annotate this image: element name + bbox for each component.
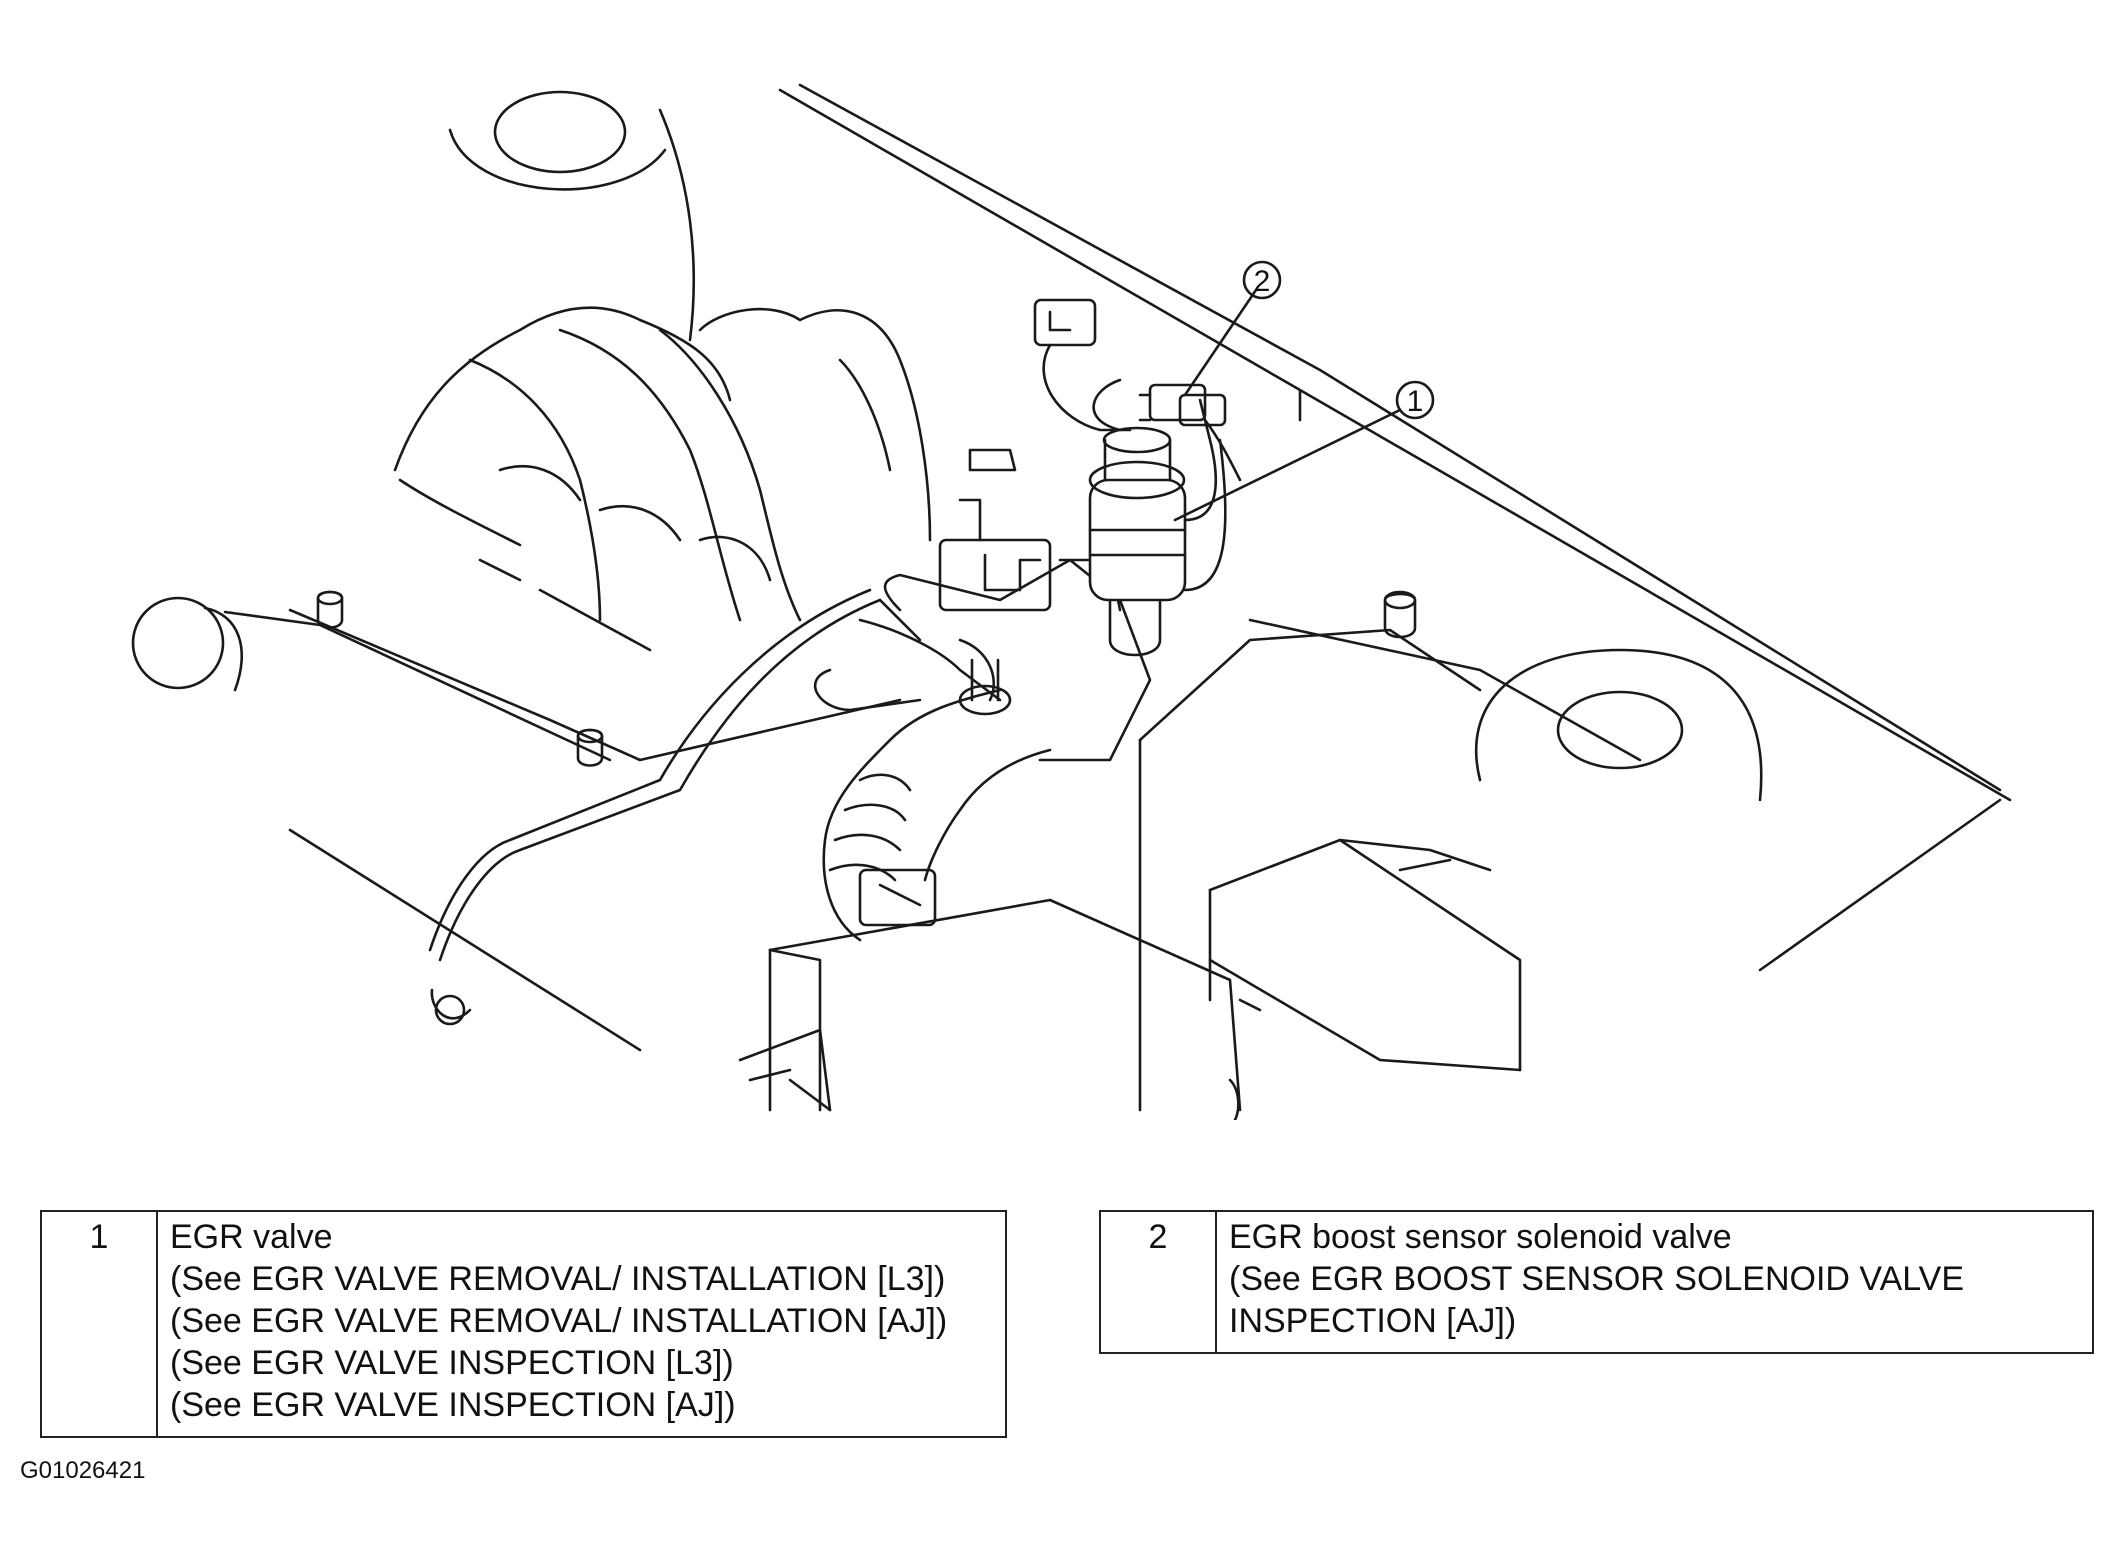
callout-2-number: 2 (1254, 265, 1271, 298)
legend-title: EGR boost sensor solenoid valve (1229, 1218, 1732, 1256)
legend-row: 2 EGR boost sensor solenoid valve (See E… (1099, 1210, 2094, 1354)
callout-1-number: 1 (1407, 385, 1424, 418)
legend-reference-link[interactable]: (See EGR VALVE REMOVAL/ INSTALLATION [AJ… (170, 1302, 948, 1340)
legend-number: 1 (40, 1210, 158, 1438)
callout-2: 2 (1183, 260, 1282, 397)
vacuum-line (288, 588, 882, 1052)
legend-table-2: 2 EGR boost sensor solenoid valve (See E… (1099, 1210, 2094, 1354)
legend-description: EGR valve (See EGR VALVE REMOVAL/ INSTAL… (156, 1210, 1007, 1438)
air-intake-duct (822, 658, 1052, 942)
bolts (316, 590, 1417, 767)
right-strut-tower (1138, 618, 1763, 802)
oil-filler-cap (131, 596, 612, 762)
legend-description: EGR boost sensor solenoid valve (See EGR… (1215, 1210, 2094, 1354)
legend-table-1: 1 EGR valve (See EGR VALVE REMOVAL/ INST… (40, 1210, 1007, 1438)
fender-edge (778, 83, 2012, 972)
callout-1: 1 (1173, 380, 1435, 522)
legend-reference-link[interactable]: (See EGR BOOST SENSOR SOLENOID VALVE (1229, 1260, 1965, 1298)
legend-reference-link[interactable]: (See EGR VALVE INSPECTION [AJ]) (170, 1386, 736, 1424)
throttle-body (814, 448, 1152, 762)
air-cleaner-box (738, 898, 1242, 1120)
intake-manifold (288, 306, 932, 762)
legend-reference-link[interactable]: (See EGR VALVE REMOVAL/ INSTALLATION [L3… (170, 1260, 946, 1298)
legend-title: EGR valve (170, 1218, 333, 1256)
left-strut-tower (448, 90, 696, 342)
egr-boost-sensor-solenoid-valve (1033, 298, 1242, 482)
callout-2-circle (1242, 260, 1282, 300)
egr-valve (1088, 398, 1227, 657)
legend-number: 2 (1099, 1210, 1217, 1354)
figure-code: G01026421 (20, 1457, 146, 1484)
legend-reference-link[interactable]: (See EGR VALVE INSPECTION [L3]) (170, 1344, 734, 1382)
callout-1-circle (1395, 380, 1435, 420)
engine-bay-diagram: 2 1 (131, 83, 2012, 1120)
legend-reference-link[interactable]: INSPECTION [AJ]) (1229, 1302, 1517, 1340)
battery-box (1138, 738, 1522, 1112)
legend-row: 1 EGR valve (See EGR VALVE REMOVAL/ INST… (40, 1210, 1007, 1438)
